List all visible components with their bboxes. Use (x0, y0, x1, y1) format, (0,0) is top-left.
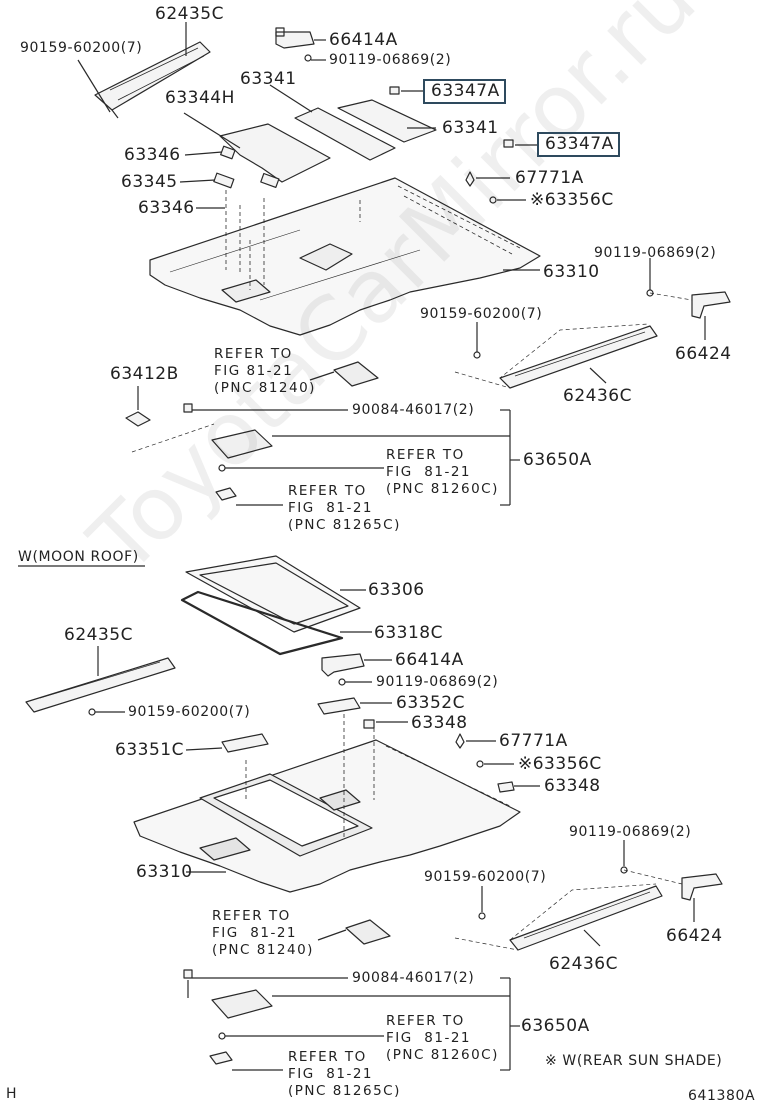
corner-mark: H (6, 1086, 18, 1102)
label-62436C-upper: 62436C (563, 386, 632, 406)
section-moon-roof: W(MOON ROOF) (18, 549, 139, 565)
label-63356C-lower: ※63356C (518, 754, 602, 774)
label-63346-b: 63346 (138, 198, 195, 218)
label-66414A-lower: 66414A (395, 650, 464, 670)
label-66414A-upper: 66414A (329, 30, 398, 50)
label-63348-b: 63348 (544, 776, 601, 796)
note-rear-sun-shade: ※ W(REAR SUN SHADE) (545, 1053, 723, 1069)
label-66424-lower: 66424 (666, 926, 723, 946)
bracket-66424-upper (691, 291, 731, 319)
label-63356C-upper: ※63356C (530, 190, 614, 210)
label-90159-upper-left: 90159-60200(7) (20, 40, 143, 56)
label-63306: 63306 (368, 580, 425, 600)
label-63352C: 63352C (396, 693, 465, 713)
label-90119-upper: 90119-06869(2) (329, 52, 452, 68)
ref-81260C-upper: REFER TO FIG 81-21 (PNC 81260C) (386, 447, 499, 497)
label-63344H: 63344H (165, 88, 235, 108)
label-63310-lower: 63310 (136, 862, 193, 882)
label-63650A-lower: 63650A (521, 1016, 590, 1036)
ref-81240-lower: REFER TO FIG 81-21 (PNC 81240) (212, 908, 314, 958)
label-63318C: 63318C (374, 623, 443, 643)
label-63345: 63345 (121, 172, 178, 192)
label-63341-upper-a: 63341 (240, 69, 297, 89)
label-63348-a: 63348 (411, 713, 468, 733)
label-63341-upper-b: 63341 (442, 118, 499, 138)
label-63351C: 63351C (115, 740, 184, 760)
label-90159-right-lower: 90159-60200(7) (424, 869, 547, 885)
ref-81260C-lower: REFER TO FIG 81-21 (PNC 81260C) (386, 1013, 499, 1063)
label-66424-upper: 66424 (675, 344, 732, 364)
label-90084-upper: 90084-46017(2) (352, 402, 475, 418)
label-62436C-lower: 62436C (549, 954, 618, 974)
label-90119-right-upper: 90119-06869(2) (594, 245, 717, 261)
label-62435C-lower: 62435C (64, 625, 133, 645)
label-62435C-upper: 62435C (155, 4, 224, 24)
frame-63306 (185, 555, 361, 633)
label-63650A-upper: 63650A (523, 450, 592, 470)
label-67771A-upper: 67771A (515, 168, 584, 188)
ref-81265C-upper: REFER TO FIG 81-21 (PNC 81265C) (288, 483, 401, 533)
headliner-63310-upper (149, 177, 541, 336)
seal-63318C (180, 590, 344, 656)
pad-63344H (219, 123, 331, 183)
label-63412B: 63412B (110, 364, 179, 384)
label-63347A-highlighted-b[interactable]: 63347A (537, 132, 620, 157)
ref-81265C-lower: REFER TO FIG 81-21 (PNC 81265C) (288, 1049, 401, 1099)
label-90159-lower-left: 90159-60200(7) (128, 704, 251, 720)
ref-81240-upper: REFER TO FIG 81-21 (PNC 81240) (214, 346, 316, 396)
drawing-code: 641380A (688, 1088, 756, 1104)
trim-62435C-lower (25, 657, 176, 713)
label-90119-right-lower: 90119-06869(2) (569, 824, 692, 840)
bracket-66414A-upper (275, 27, 315, 49)
label-63346-a: 63346 (124, 145, 181, 165)
trim-62436C-upper (454, 323, 658, 389)
map-light-upper (333, 361, 379, 387)
label-63347A-highlighted-a[interactable]: 63347A (423, 79, 506, 104)
label-90119-lower: 90119-06869(2) (376, 674, 499, 690)
label-67771A-lower: 67771A (499, 731, 568, 751)
label-90084-lower: 90084-46017(2) (352, 970, 475, 986)
trim-62436C-lower (454, 883, 663, 951)
pad-63341-b (337, 99, 437, 143)
headliner-63310-lower (133, 739, 521, 893)
label-63310-upper: 63310 (543, 262, 600, 282)
label-90159-right-upper: 90159-60200(7) (420, 306, 543, 322)
